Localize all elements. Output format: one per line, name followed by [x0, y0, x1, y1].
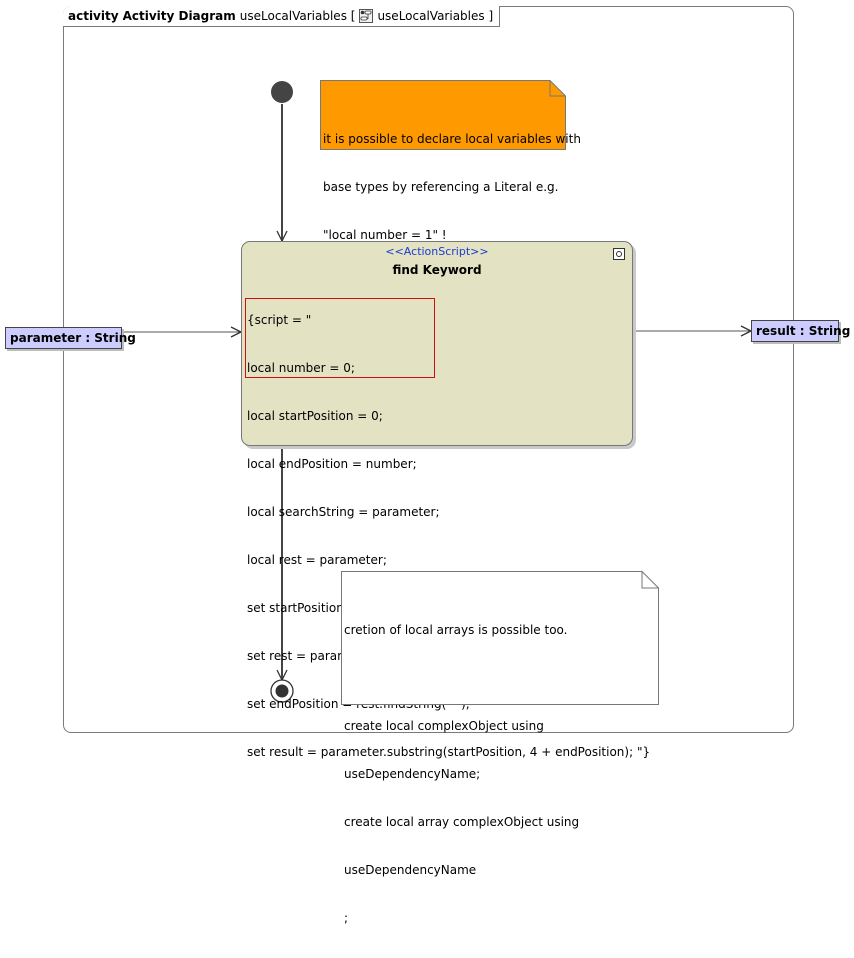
script-line: local startPosition = 0;: [247, 409, 383, 423]
note-line: it is possible to declare local variable…: [323, 132, 581, 146]
note-line: create local array complexObject using: [344, 815, 580, 829]
flow-edges: [122, 81, 854, 703]
result-pin[interactable]: result : String: [751, 320, 850, 342]
script-line: local number = 0;: [247, 361, 355, 375]
script-line: local searchString = parameter;: [247, 505, 440, 519]
call-behavior-icon: [613, 248, 625, 260]
note-line: ;: [344, 911, 349, 925]
action-name: find Keyword: [392, 263, 482, 277]
script-line: local rest = parameter;: [247, 553, 387, 567]
note-line: base types by referencing a Literal e.g.: [323, 180, 559, 194]
activity-diagram-icon: [359, 9, 374, 23]
note-line: create local complexObject using: [344, 719, 544, 733]
frame-header: activity Activity Diagram useLocalVariab…: [63, 6, 501, 27]
initial-node: [271, 81, 293, 103]
frame-kind: activity: [68, 9, 119, 23]
note-line: "local number = 1" !: [323, 228, 447, 242]
script-line: {script = ": [247, 313, 312, 327]
script-line: local endPosition = number;: [247, 457, 417, 471]
note-line: useDependencyName;: [344, 767, 481, 781]
action-find-keyword[interactable]: <<ActionScript>> find Keyword {script = …: [241, 241, 650, 759]
note-line: [344, 670, 579, 686]
note-line: useDependencyName: [344, 863, 477, 877]
frame-ref-name: useLocalVariables ]: [377, 9, 494, 23]
note-local-arrays: cretion of local arrays is possible too.…: [341, 571, 659, 925]
local-variables-highlight: [245, 298, 435, 378]
parameter-pin[interactable]: parameter : String: [5, 327, 136, 349]
note-line: cretion of local arrays is possible too.: [344, 623, 568, 637]
note-local-variables: it is possible to declare local variable…: [320, 80, 581, 242]
frame-type: Activity Diagram: [122, 9, 236, 23]
frame-name: useLocalVariables [: [239, 9, 356, 23]
action-stereotype: <<ActionScript>>: [385, 245, 489, 258]
